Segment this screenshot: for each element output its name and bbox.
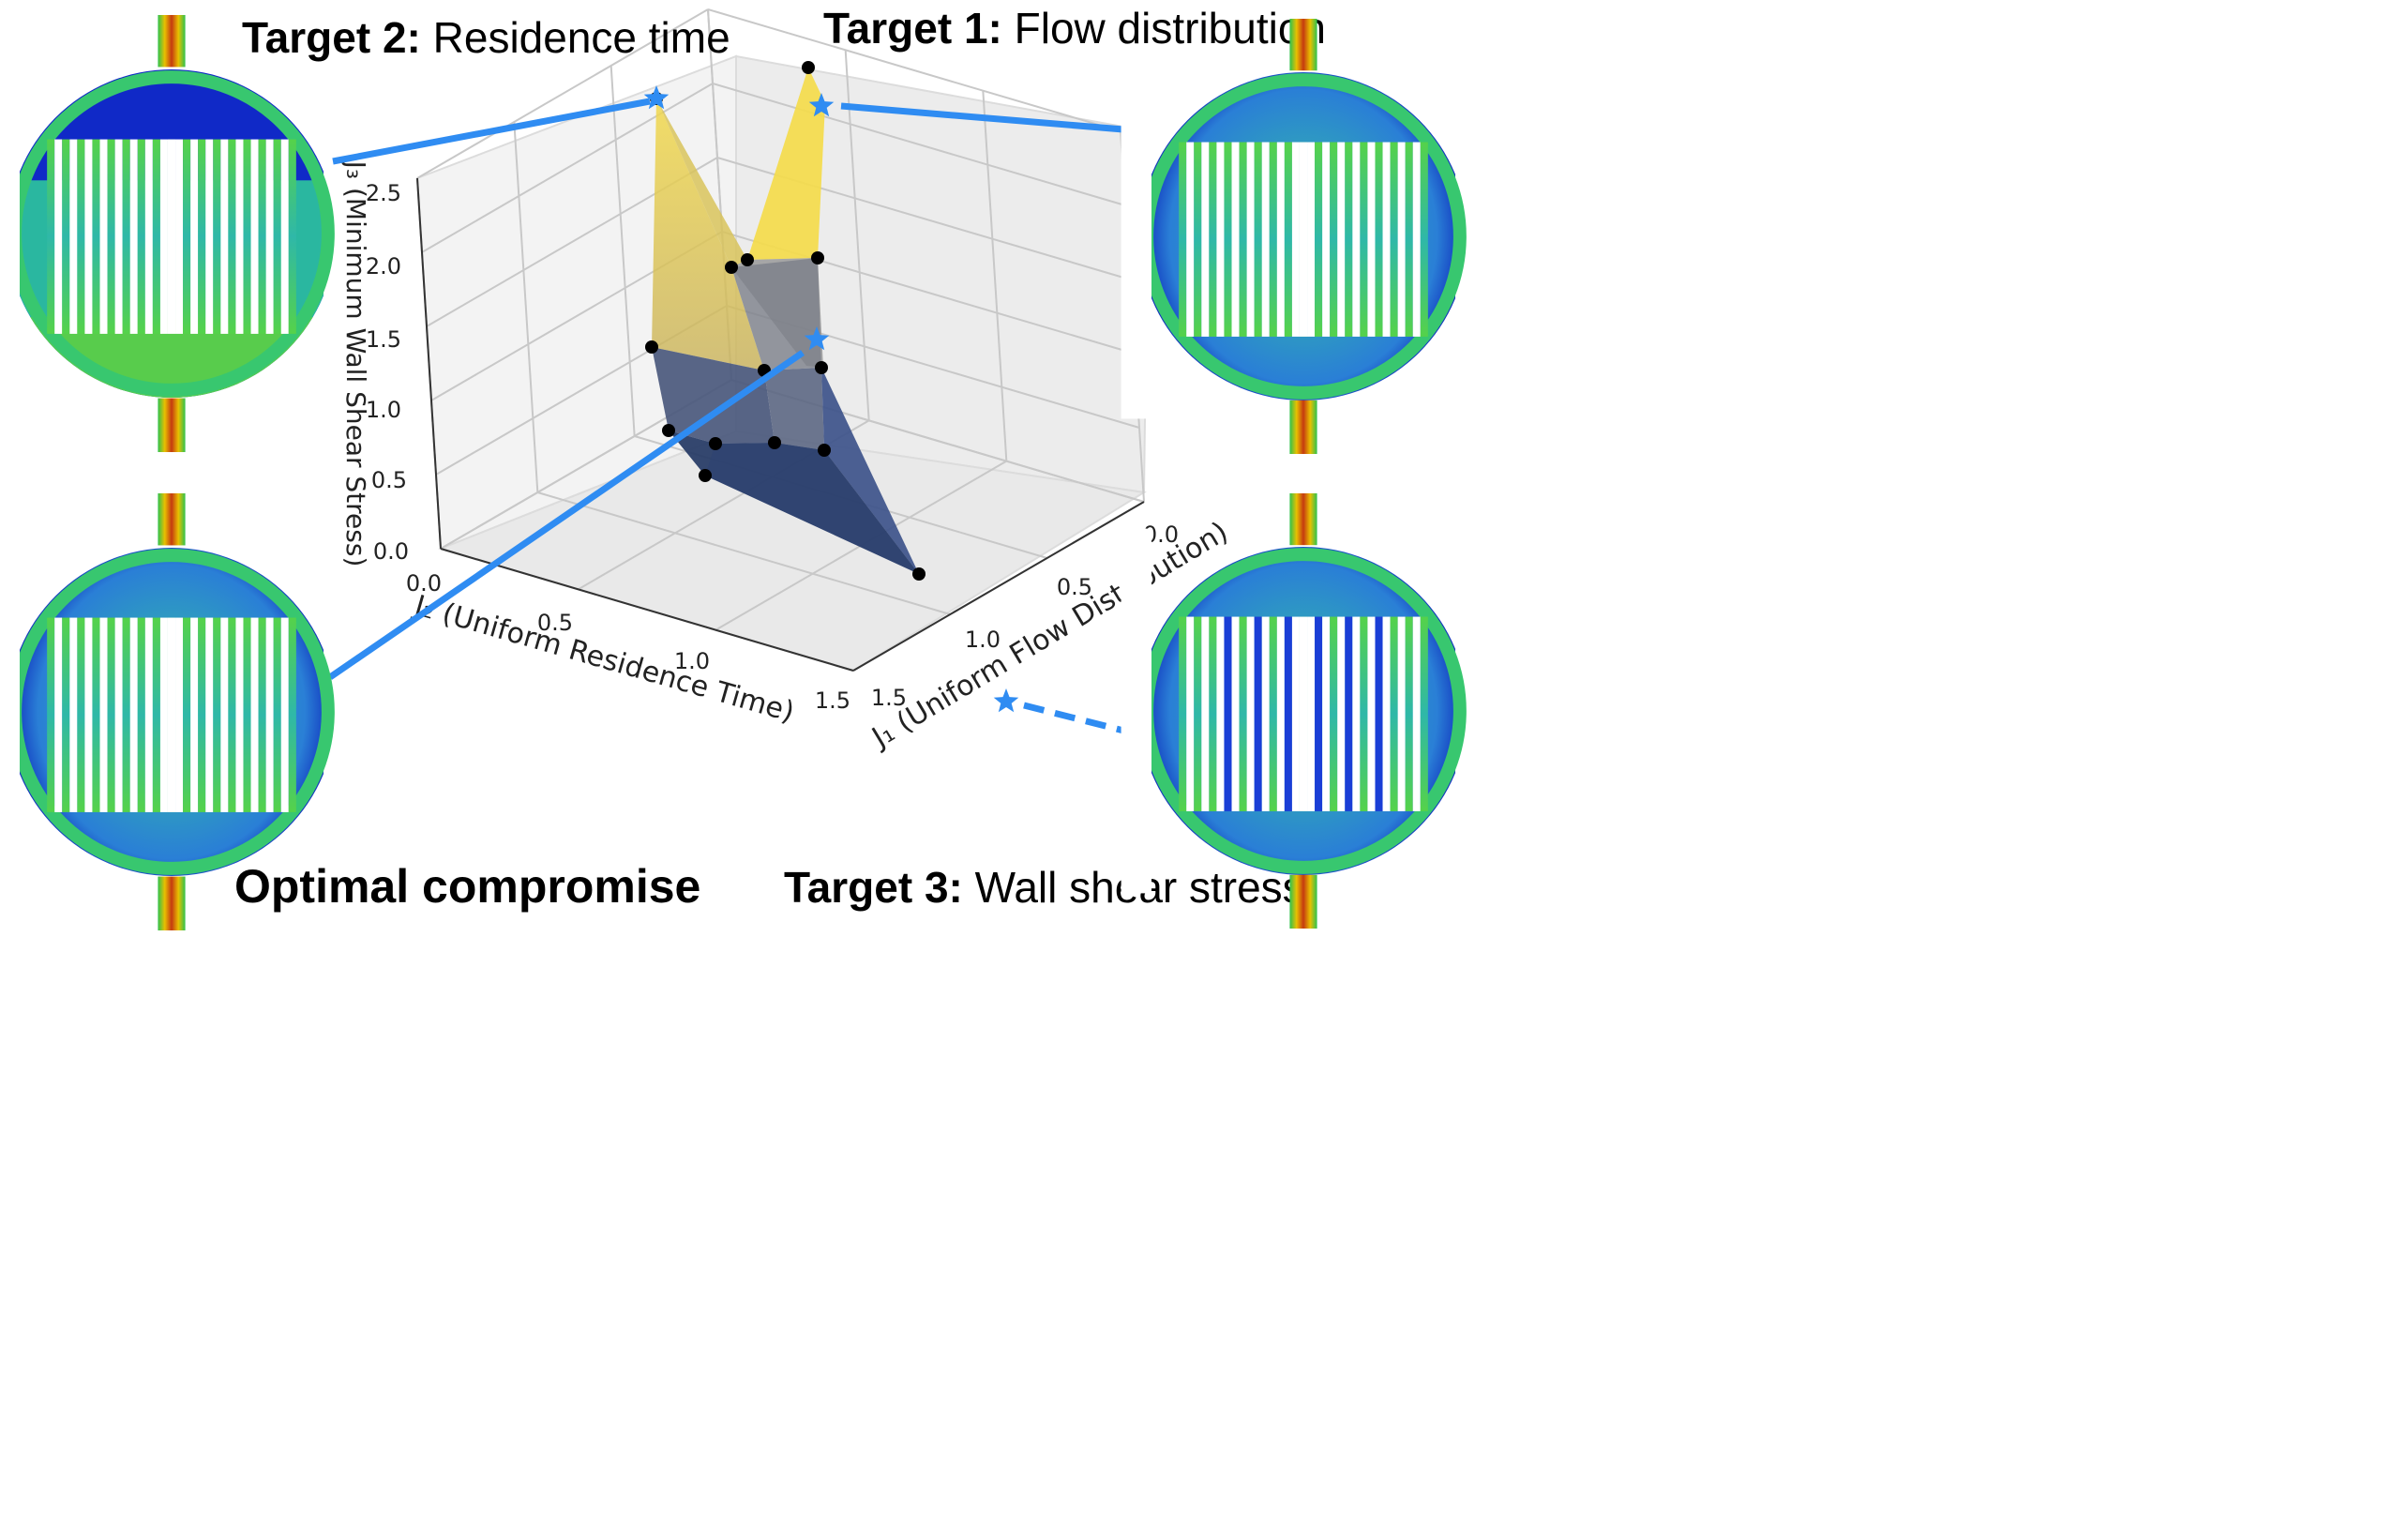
caption-target3: Target 3: Wall shear stress xyxy=(784,863,1304,912)
caption-target2-bold: Target 2: xyxy=(242,13,421,62)
flow-field-target3 xyxy=(1121,493,1467,929)
grid-line xyxy=(610,65,636,437)
caption-target2: Target 2: Residence time xyxy=(242,13,730,62)
data-point xyxy=(725,261,738,274)
star-marker-2 xyxy=(808,93,835,117)
x-tick-label: 1.5 xyxy=(815,687,850,714)
flow-field-target2 xyxy=(0,15,335,452)
star-marker-3 xyxy=(804,326,830,351)
data-point xyxy=(818,444,831,457)
pareto-surface xyxy=(652,68,919,574)
data-point xyxy=(811,251,824,264)
z-axis-ticks: 2.5 2.0 1.5 1.0 0.5 0.0 xyxy=(366,177,442,565)
z-tick-label: 1.0 xyxy=(366,397,401,423)
grid-line xyxy=(707,8,1121,132)
z-tick-label: 2.0 xyxy=(366,253,401,280)
grid-line xyxy=(982,90,1008,461)
x-tick-label: 1.0 xyxy=(674,648,710,674)
caption-target1-bold: Target 1: xyxy=(823,4,1002,53)
flow-field-target1 xyxy=(1121,19,1467,454)
data-point xyxy=(741,253,754,266)
surface-facet xyxy=(705,443,919,574)
x-axis-ticks: 0.0 0.5 1.0 1.5 xyxy=(406,548,854,714)
grid-line xyxy=(537,491,951,615)
flow-panels xyxy=(0,15,1467,930)
caption-target3-bold: Target 3: xyxy=(784,863,963,912)
caption-optimal: Optimal compromise xyxy=(234,860,700,913)
caption-optimal-bold: Optimal compromise xyxy=(234,860,700,913)
grid-line xyxy=(513,121,539,493)
connector-target2 xyxy=(332,98,651,165)
data-point xyxy=(802,61,815,74)
surface-facet xyxy=(821,368,919,574)
grid-line xyxy=(421,83,714,253)
caption-target1-text: Flow distribution xyxy=(1002,4,1326,53)
data-point xyxy=(815,361,828,374)
z-axis-label: J₃ (Minimum Wall Shear Stress) xyxy=(340,159,371,567)
surface-facet xyxy=(731,258,821,370)
x-tick-label: 0.0 xyxy=(406,570,442,597)
caption-target1: Target 1: Flow distribution xyxy=(823,4,1326,53)
surface-facet xyxy=(747,68,825,260)
data-point xyxy=(662,424,675,437)
star-marker-1 xyxy=(643,85,670,110)
highlight-stars xyxy=(643,85,1019,713)
z-tick-label: 0.5 xyxy=(371,467,407,493)
y-tick-label: 1.5 xyxy=(871,685,907,711)
surface-facet xyxy=(652,98,764,370)
grid-line xyxy=(712,83,1126,206)
star-marker-4 xyxy=(993,688,1019,713)
z-tick-label: 2.5 xyxy=(366,180,401,206)
grid-line xyxy=(416,8,709,179)
y-tick-label: 1.0 xyxy=(965,627,1001,653)
connector-optimal xyxy=(328,350,805,680)
y-tick-label: 0.5 xyxy=(1057,574,1092,600)
grid-line xyxy=(844,50,870,421)
flow-field-optimal xyxy=(0,493,335,930)
surface-facet xyxy=(764,368,824,450)
data-point xyxy=(645,340,658,354)
connector-target1 xyxy=(840,102,1147,135)
data-point xyxy=(768,436,781,449)
data-point xyxy=(699,469,712,482)
data-point xyxy=(709,437,722,450)
z-tick-label: 1.5 xyxy=(366,326,401,353)
surface-facet xyxy=(652,347,775,444)
surface-facet xyxy=(656,98,747,267)
caption-target2-text: Residence time xyxy=(421,13,730,62)
data-point xyxy=(912,567,926,581)
x-tick-label: 0.5 xyxy=(537,610,573,636)
z-tick-label: 0.0 xyxy=(373,538,409,565)
